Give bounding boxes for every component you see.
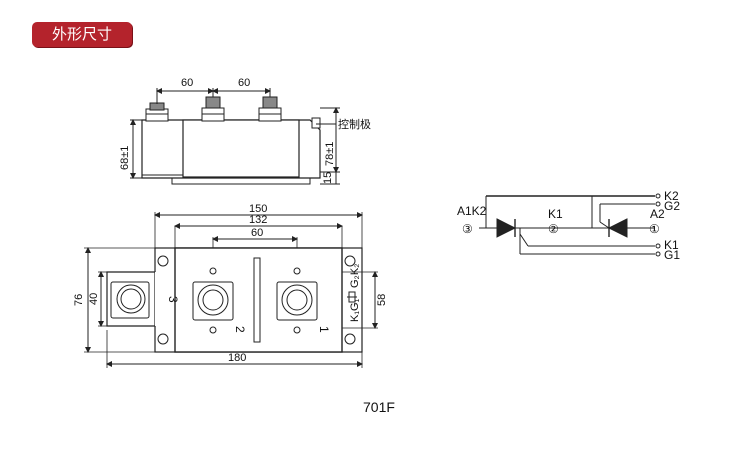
thyristor-2 [607,218,628,238]
pin-g2 [655,201,661,207]
schematic-label-k2: K2 [664,189,679,203]
terminal-label-2: 2 [233,326,247,333]
control-terminal-callout: 控制极 [338,117,371,131]
thyristor-1 [496,218,517,238]
pin-k2 [655,193,661,199]
terminal-3-stud [116,284,146,314]
gate-label-bottom: K₁G₁ [349,298,361,322]
plan-dim-76: 76 [73,294,85,306]
schematic-label-a2: A2 [650,207,665,221]
schematic-label-k1: K1 [664,238,679,252]
terminal-post-right [258,96,282,122]
plan-dim-150: 150 [249,203,267,215]
mount-hole-br [344,333,356,345]
plan-dim-58: 58 [376,294,388,306]
schematic-pin-2: ② [548,222,559,236]
section-title-badge: 外形尺寸 [32,22,132,47]
schematic-pin-1: ① [649,222,660,236]
terminal-1-stud [281,284,313,316]
plan-dim-180: 180 [228,352,246,364]
plan-dim-60: 60 [251,227,263,239]
side-view [130,88,340,185]
terminal-label-1: 1 [317,326,331,333]
terminal-2-stud [197,284,229,316]
mount-hole-tl [157,255,169,267]
schematic-pin-3: ③ [462,222,473,236]
control-gate-tab [311,117,321,129]
side-dim-78: 78±1 [324,142,336,166]
gate-label-top: G₂K₂ [349,264,361,288]
terminal-label-3: 3 [166,296,180,303]
pin-g1 [655,251,661,257]
side-dim-60-right: 60 [238,77,250,89]
pin-k1 [655,243,661,249]
schematic-label-a1k2: A1K2 [457,204,487,218]
side-dim-60-left: 60 [181,77,193,89]
mount-hole-bl [157,333,169,345]
side-dim-15: 15 [322,172,334,184]
schematic-label-g1: G1 [664,248,680,262]
schematic-label-k1-top: K1 [548,207,563,221]
side-dim-68: 68±1 [119,146,131,170]
schematic-label-g2: G2 [664,199,680,213]
plan-dim-132: 132 [249,214,267,226]
model-code: 701F [363,399,395,415]
terminal-post-left [145,102,169,122]
plan-dim-40: 40 [88,293,100,305]
circuit-schematic [479,193,661,257]
plan-view [84,212,378,368]
terminal-post-middle [201,96,225,122]
mount-hole-tr [344,255,356,267]
